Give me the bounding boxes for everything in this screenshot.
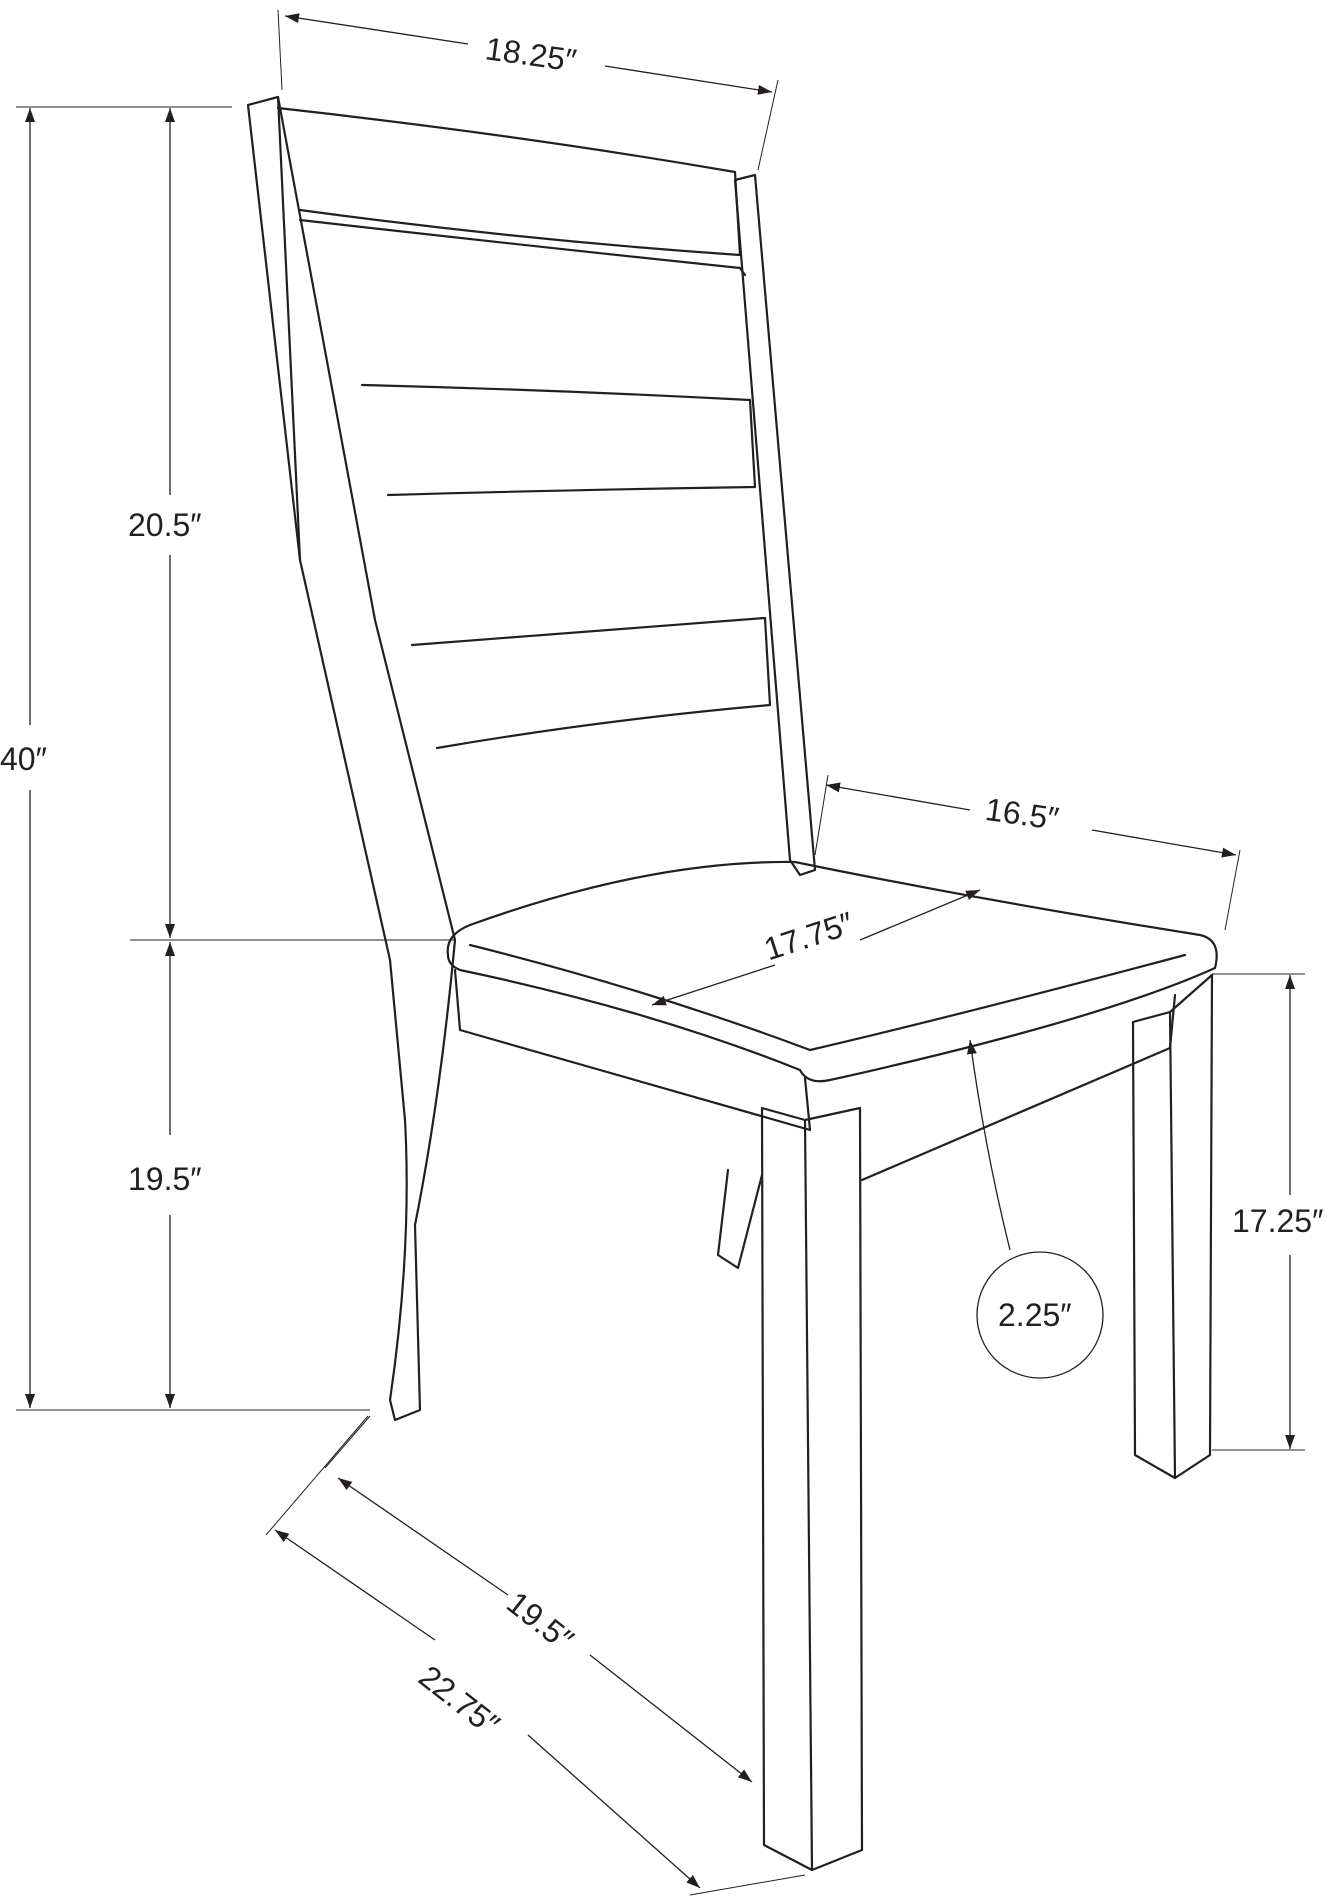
dimension-lines — [16, 9, 1305, 1896]
side-apron — [860, 993, 1177, 1182]
top-width-label: 18.25″ — [483, 30, 579, 78]
middle-slat — [360, 383, 757, 497]
seat-cushion — [446, 860, 1218, 1083]
lower-slat — [410, 616, 772, 750]
seat-thickness-label: 2.25″ — [998, 1297, 1072, 1333]
dimension-labels: 18.25″ 40″ 20.5″ 19.5″ 16.5″ 17.75″ 17.2… — [0, 30, 1323, 1743]
chair-outline — [246, 95, 1218, 1872]
right-back-post — [733, 173, 817, 877]
seat-width-label: 17.75″ — [760, 905, 858, 967]
front-right-leg-edge — [1168, 1010, 1177, 1480]
top-rail-lower-edge — [298, 218, 747, 277]
leg-height-label: 17.25″ — [1232, 1203, 1323, 1239]
top-rail — [276, 106, 742, 257]
seat-inner-edge — [468, 943, 1187, 1052]
back-height-label: 20.5″ — [128, 507, 202, 543]
left-back-post — [246, 95, 457, 1422]
overall-depth-label: 22.75″ — [412, 1658, 506, 1743]
seat-depth-label: 16.5″ — [983, 791, 1061, 837]
seat-apron — [453, 968, 812, 1132]
front-left-leg-edge — [803, 1118, 814, 1872]
seat-height-label: 19.5″ — [128, 1161, 202, 1197]
overall-height-label: 40″ — [0, 741, 47, 777]
floor-depth-label: 19.5″ — [500, 1584, 580, 1658]
back-right-leg — [716, 1168, 764, 1270]
left-post-inner-edge — [276, 95, 302, 562]
seat-thickness-callout-circle — [976, 1251, 1104, 1379]
